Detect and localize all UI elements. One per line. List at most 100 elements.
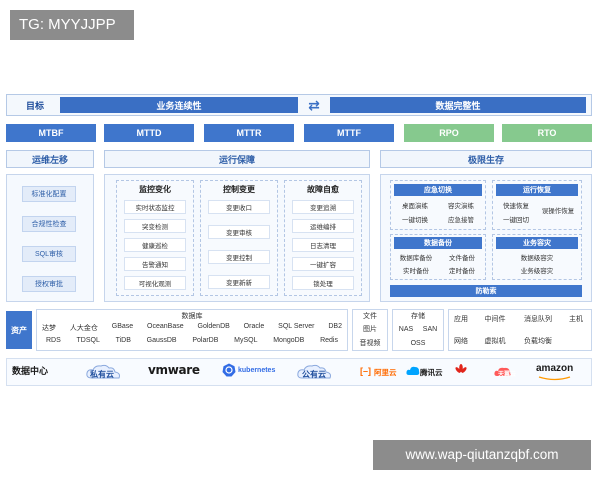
change-control-column-title: 控制变更 [223,184,255,194]
monitor-item: 健康巡检 [124,238,186,252]
self-healing-item: 一键扩容 [292,257,354,271]
sync-arrows-icon: ⇄ [308,96,320,113]
public-cloud-label: 公有云 [302,370,326,379]
data-integrity-bar: 数据完整性 [330,97,586,113]
change-control-item: 变更新新 [208,275,270,289]
recovery-item: 误操作恢复 [541,208,575,215]
recovery-title: 运行恢复 [496,184,578,196]
backup-item: 文件备份 [449,255,475,262]
goal-label: 目标 [25,100,44,111]
left-item-authorization: 授权审批 [22,276,76,292]
monitor-item: 突变检测 [124,219,186,233]
backup-item: 数据库备份 [399,255,433,262]
database-title: 数据库 [181,313,203,320]
self-healing-item: 锁处理 [292,276,354,290]
db-item: Redis [320,337,338,344]
infra-item: 网络 [454,338,468,345]
aliyun-label: 阿里云 [374,368,397,377]
infra-item: 应用 [454,316,468,323]
amazon-smile-icon [538,376,572,381]
file-box [352,309,388,351]
tencent-cloud-icon [406,365,420,377]
db-item: 达梦 [42,325,56,332]
left-item-sql-review: SQL审核 [22,246,76,262]
storage-title: 存储 [411,313,425,320]
huawei-flower-icon [454,364,468,378]
section-operation-assurance: 运行保障 [104,150,370,168]
emergency-item: 桌面演练 [402,203,428,210]
metric-rpo: RPO [404,124,494,142]
cloud-icon [86,364,120,379]
db-item: TiDB [115,337,131,344]
recovery-item: 快速恢复 [503,203,529,210]
self-healing-item: 日志清理 [292,238,354,252]
left-item-compliance-check: 合规性检查 [22,216,76,232]
watermark-tag: TG: MYYJJPP [10,10,134,40]
kubernetes-wheel-icon [222,363,236,377]
self-healing-column-title: 故障自愈 [307,184,339,194]
infra-item: 虚拟机 [484,338,506,345]
change-control-item: 变更收口 [208,200,270,214]
backup-item: 实时备份 [403,268,429,275]
storage-item: SAN [422,325,438,333]
private-cloud-label: 私有云 [90,370,114,379]
emergency-item: 应急接管 [448,217,474,224]
db-item: GaussDB [146,337,177,344]
db-item: DB2 [328,323,342,330]
data-backup-title: 数据备份 [394,237,482,249]
change-control-item: 变更审核 [208,225,270,239]
emergency-item: 容灾演练 [448,203,474,210]
private-cloud-logo [84,362,130,382]
dr-item: 数据级容灾 [520,255,554,262]
file-item: 图片 [363,326,377,333]
emergency-switch-title: 应急切换 [394,184,482,196]
left-item-standard-config: 标准化配置 [22,186,76,202]
metric-mttr: MTTR [204,124,294,142]
database-row-1: 达梦 人大金仓 GBase OceanBase GoldenDB Oracle … [38,323,346,335]
tencent-cloud-label: 腾讯云 [420,368,443,377]
db-item: SQL Server [278,323,315,330]
change-control-item: 变更控制 [208,250,270,264]
business-continuity-bar: 业务连续性 [60,97,298,113]
monitor-item: 可视化观测 [124,276,186,290]
section-shift-left: 运维左移 [6,150,94,168]
db-item: RDS [46,337,61,344]
metric-mttd: MTTD [104,124,194,142]
db-item: PolarDB [192,337,219,344]
file-item: 音视频 [359,340,381,347]
footer-url: www.wap-qiutanzqbf.com [373,440,591,470]
db-item: GoldenDB [197,323,230,330]
vmware-logo: vmware [148,363,200,377]
section-extreme-survival: 极限生存 [380,150,592,168]
db-item: MySQL [234,337,258,344]
monitor-column-title: 监控变化 [139,184,171,194]
emergency-item: 一键切换 [402,217,428,224]
kubernetes-label: kubernetes [238,367,276,374]
metric-mttf: MTTF [304,124,394,142]
monitor-item: 告警通知 [124,257,186,271]
recovery-item: 一键回切 [503,217,529,224]
datacenter-label: 数据中心 [12,366,49,376]
db-item: 人大金仓 [69,325,98,332]
storage-item: OSS [410,339,426,347]
metric-rto: RTO [502,124,592,142]
infra-item: 主机 [569,316,583,323]
file-item: 文件 [363,313,377,320]
anti-ransomware-bar: 防勒索 [390,285,582,297]
aliyun-bracket-icon: [–] [360,366,371,376]
storage-box [392,309,444,351]
db-item: MongoDB [273,337,305,344]
db-item: Oracle [243,323,265,330]
tianyi-cloud-icon [494,365,512,379]
storage-item: NAS [398,325,414,333]
database-box [36,309,348,351]
backup-item: 定时备份 [449,268,475,275]
infra-item: 消息队列 [524,316,552,323]
infra-item: 负载均衡 [524,338,552,345]
tianyi-cloud-label: 天翼云 [498,372,517,378]
amazon-logo: amazon [536,363,574,374]
assets-label: 资产 [6,311,32,349]
public-cloud-icon [296,362,336,382]
self-healing-item: 运维编排 [292,219,354,233]
db-item: GBase [111,323,134,330]
